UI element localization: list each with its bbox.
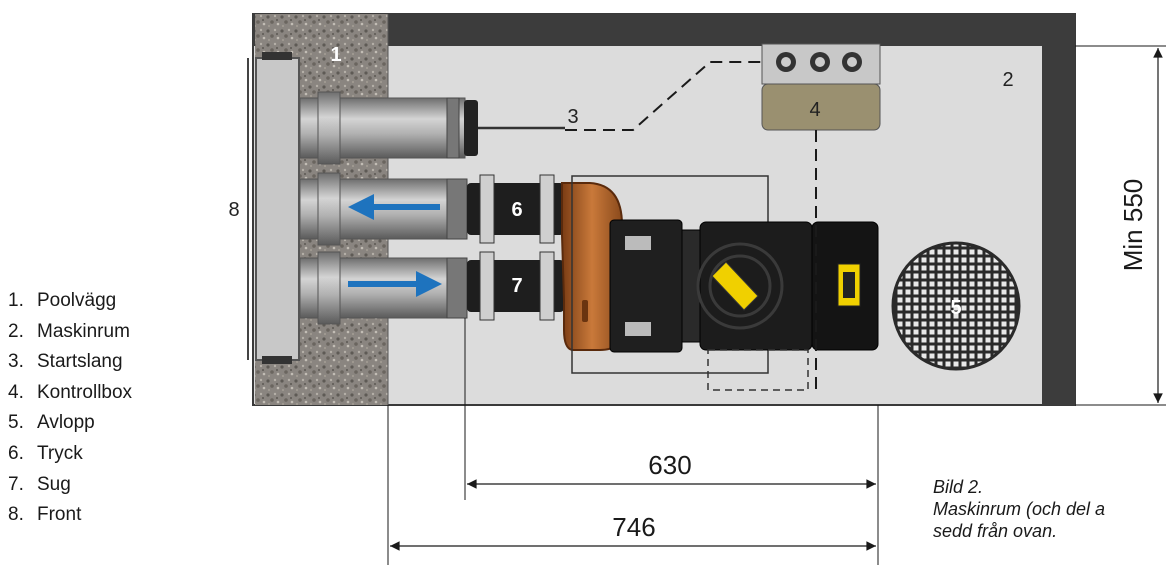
callout-3: 3 bbox=[567, 106, 578, 128]
start-cable bbox=[565, 61, 762, 131]
callout-4: 4 bbox=[809, 99, 820, 121]
drain-grate-icon bbox=[891, 241, 1021, 371]
legend-item: 5. Avlopp bbox=[8, 408, 132, 439]
pump-length-label: 630 bbox=[648, 450, 691, 480]
legend-item-number: 3. bbox=[8, 351, 24, 373]
legend-item-number: 4. bbox=[8, 381, 24, 403]
legend-item-number: 8. bbox=[8, 504, 24, 526]
legend-item: 6. Tryck bbox=[8, 439, 132, 470]
legend-item-number: 6. bbox=[8, 442, 24, 464]
legend-item-label: Kontrollbox bbox=[37, 381, 133, 403]
start-hose-pipe bbox=[299, 91, 565, 165]
height-dimension-label: Min 550 bbox=[1118, 179, 1148, 272]
legend-item-number: 5. bbox=[8, 412, 24, 434]
legend-item-label: Sug bbox=[37, 473, 71, 495]
legend-item-label: Front bbox=[37, 504, 82, 526]
arrow-right-icon bbox=[348, 271, 442, 297]
room-top-wall bbox=[253, 14, 1075, 46]
control-box bbox=[761, 43, 881, 131]
legend-item-label: Tryck bbox=[37, 442, 83, 464]
room-length-dimension: 746 bbox=[387, 405, 876, 565]
front-plate bbox=[255, 57, 300, 361]
callout-7: 7 bbox=[511, 275, 522, 297]
figure-caption: Bild 2. Maskinrum (och del a sedd från o… bbox=[933, 476, 1105, 542]
legend-item-number: 2. bbox=[8, 320, 24, 342]
legend-item: 4. Kontrollbox bbox=[8, 378, 132, 409]
room-right-wall bbox=[1042, 14, 1075, 405]
legend-item-label: Startslang bbox=[37, 351, 123, 373]
room-length-label: 746 bbox=[612, 512, 655, 542]
suction-coupling bbox=[467, 251, 564, 321]
legend-item-label: Poolvägg bbox=[37, 290, 117, 311]
callout-8: 8 bbox=[228, 199, 239, 221]
callout-1: 1 bbox=[330, 44, 341, 66]
legend-item: 7. Sug bbox=[8, 470, 132, 501]
legend-item-number: 7. bbox=[8, 473, 24, 495]
legend-item: 8. Front bbox=[8, 500, 132, 531]
legend-item: 3. Startslang bbox=[8, 347, 132, 378]
motor-label-icon bbox=[711, 261, 759, 311]
callout-6: 6 bbox=[511, 199, 522, 221]
legend-item-label: Avlopp bbox=[37, 412, 95, 434]
suction-pipe bbox=[299, 251, 468, 325]
caption-line-3: sedd från ovan. bbox=[933, 521, 1058, 541]
pump-length-dimension: 630 bbox=[464, 318, 879, 565]
legend-item: 2. Maskinrum bbox=[8, 317, 132, 348]
legend-item: 1. Poolvägg bbox=[8, 286, 132, 317]
height-dimension: Min 550 bbox=[1075, 45, 1166, 406]
legend-item-number: 1. bbox=[8, 290, 24, 311]
callout-2: 2 bbox=[1002, 69, 1013, 91]
legend-list: 1. Poolvägg 2. Maskinrum 3. Startslang 4. Kontr… bbox=[8, 286, 132, 531]
callout-5: 5 bbox=[950, 297, 961, 319]
legend-item-label: Maskinrum bbox=[37, 320, 130, 342]
caption-title: Bild 2. bbox=[933, 477, 984, 497]
pressure-coupling bbox=[467, 174, 564, 244]
pump-motor bbox=[609, 219, 879, 391]
caption-line-2: Maskinrum (och del a bbox=[933, 499, 1106, 519]
arrow-left-icon bbox=[348, 194, 440, 220]
